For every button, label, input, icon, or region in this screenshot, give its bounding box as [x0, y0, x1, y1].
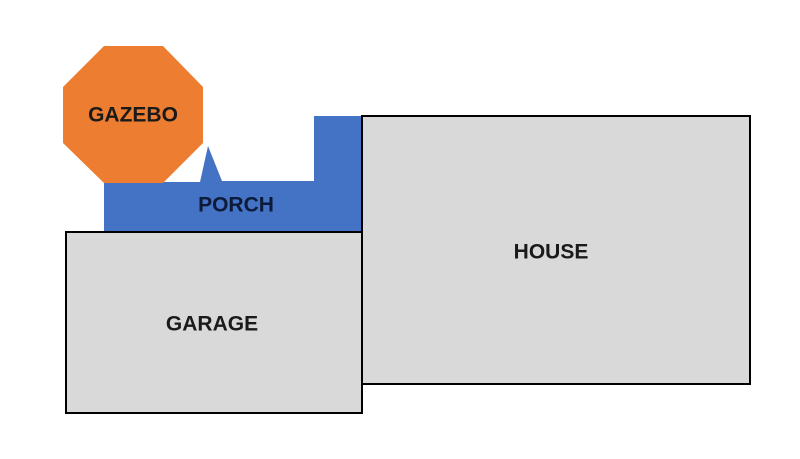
porch-shape — [104, 116, 363, 233]
garage-shape — [65, 231, 363, 414]
porch-label: PORCH — [198, 194, 274, 217]
gazebo-shape — [63, 46, 203, 183]
gazebo-label: GAZEBO — [88, 104, 178, 127]
house-shape — [361, 115, 751, 385]
garage-label: GARAGE — [166, 313, 258, 336]
house-label: HOUSE — [514, 241, 589, 264]
